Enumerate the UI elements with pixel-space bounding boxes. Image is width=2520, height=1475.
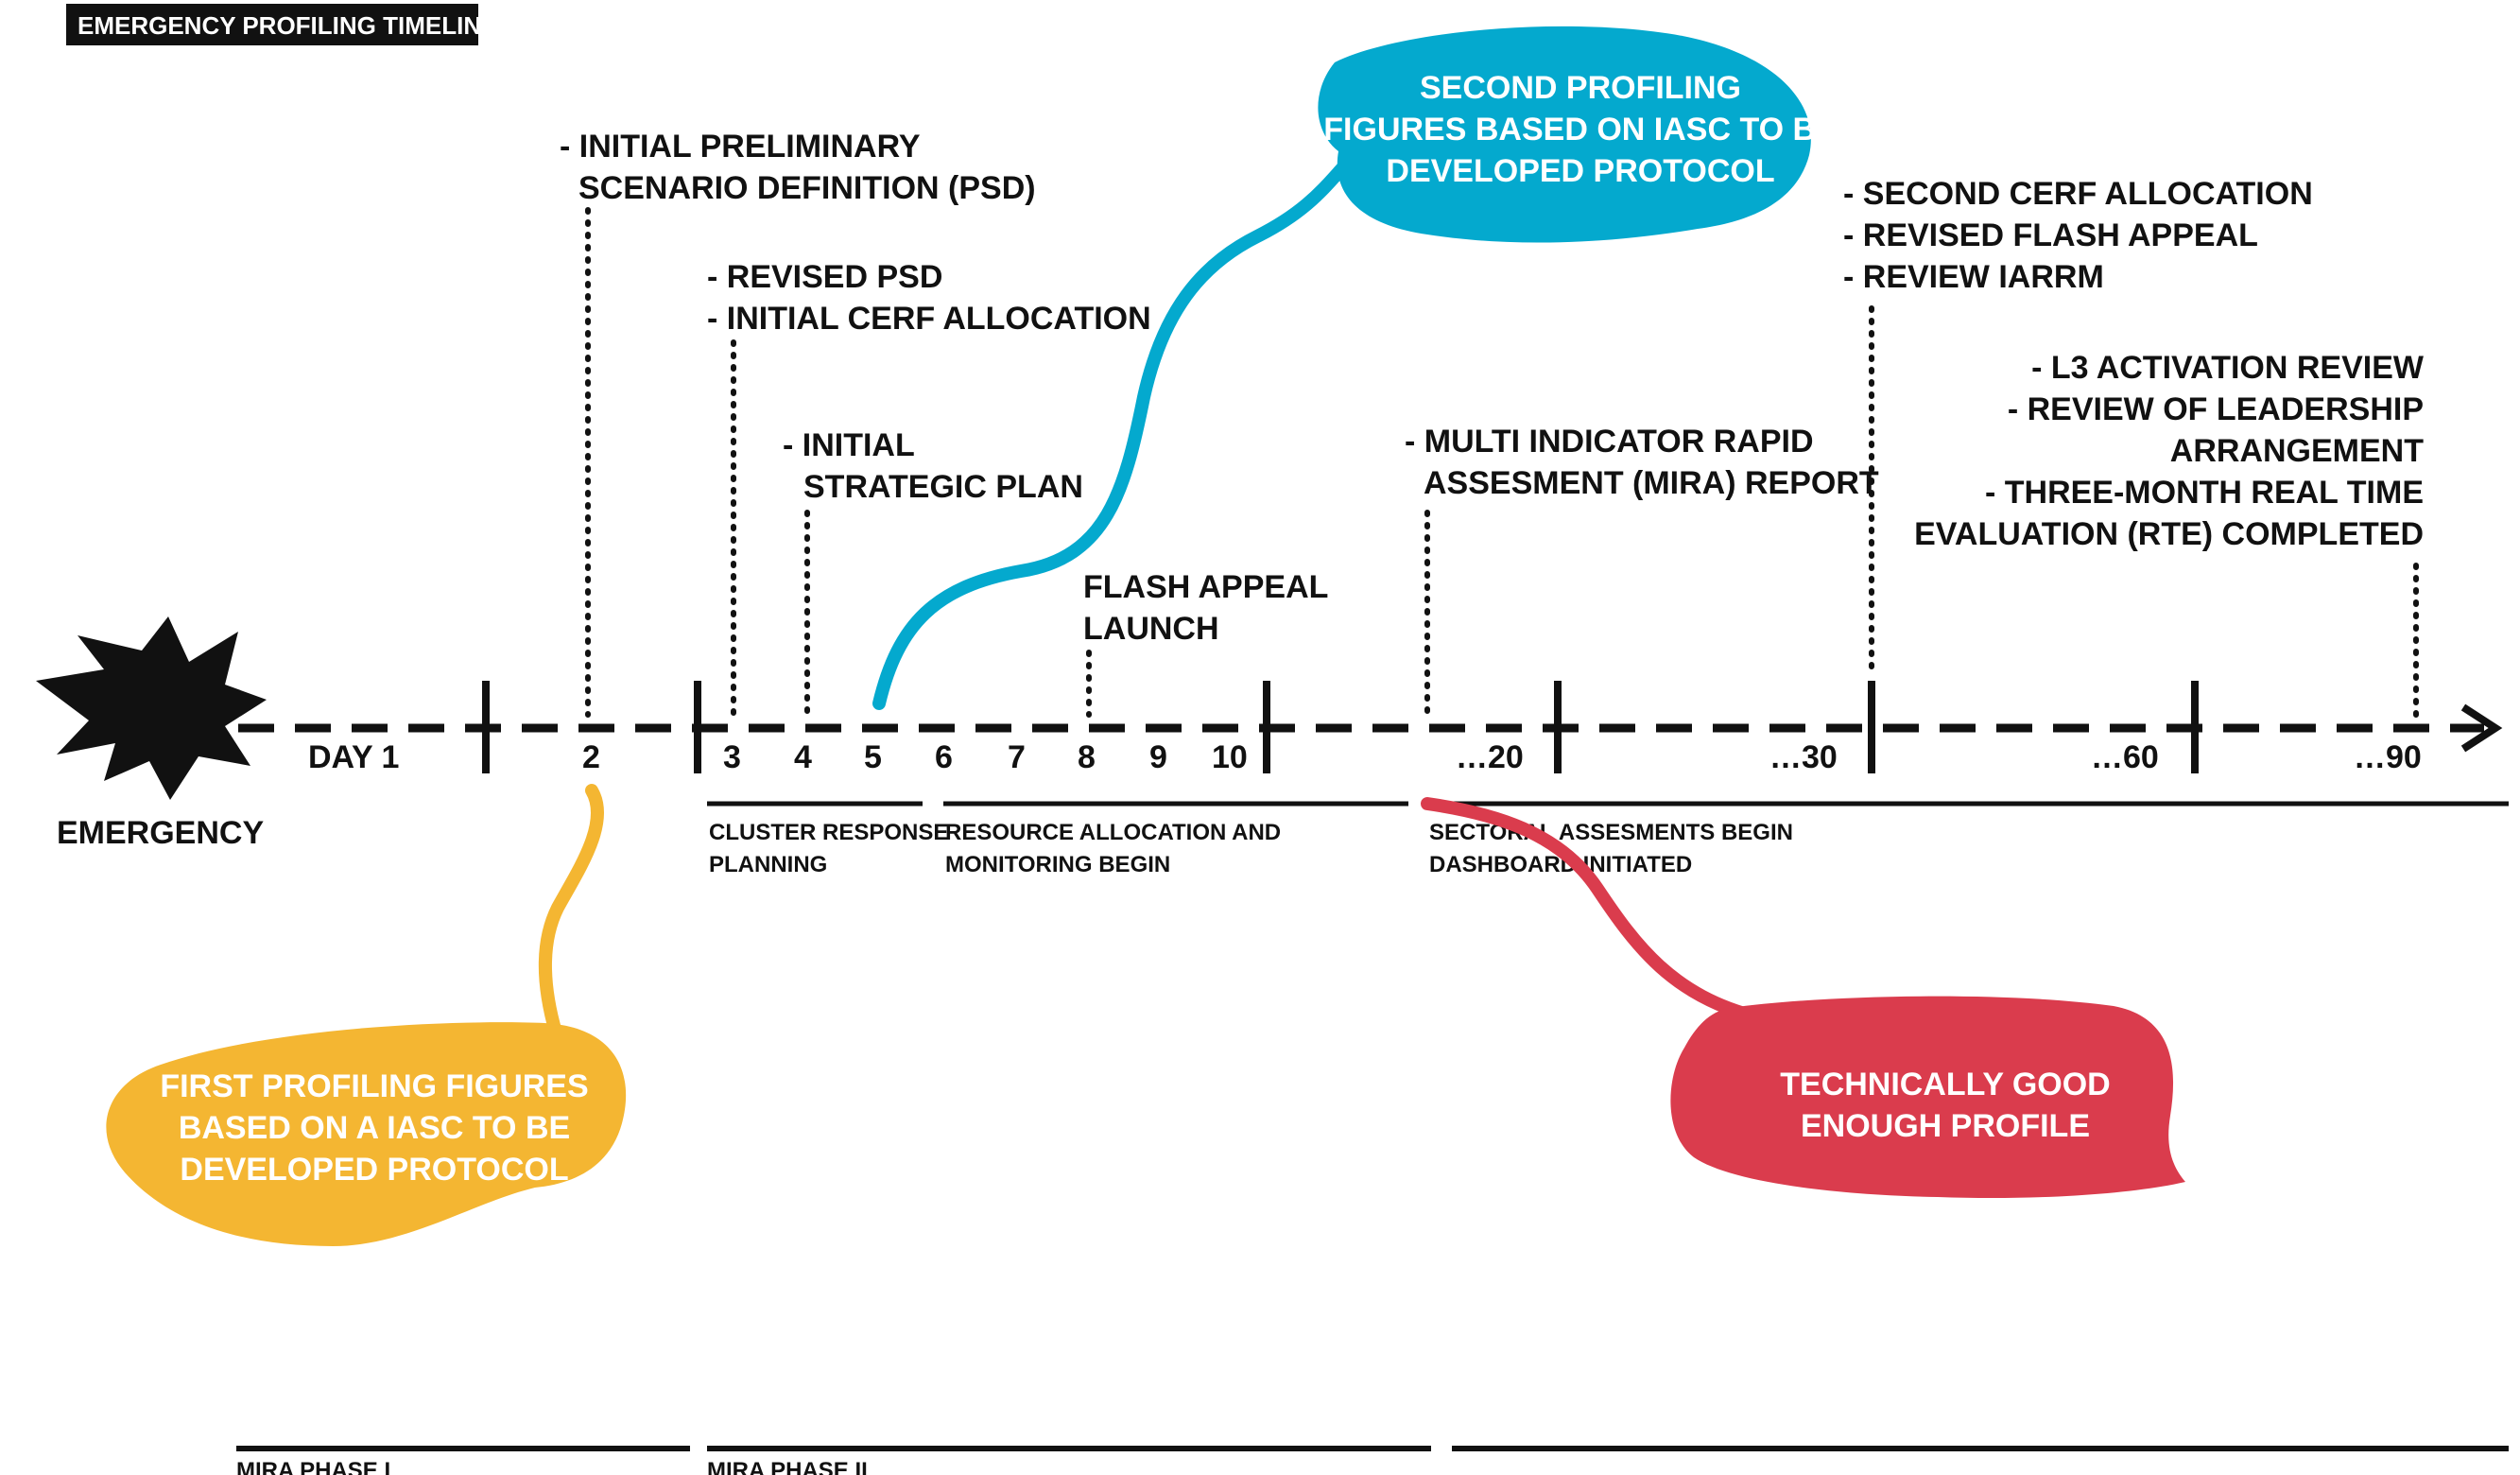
day-label: 9	[1149, 739, 1167, 775]
bubble-shape	[106, 1022, 627, 1246]
mira-phases: MIRA PHASE I MIRA PHASE II	[236, 1446, 2509, 1475]
day-label: 4	[794, 739, 812, 775]
emergency-label: EMERGENCY	[57, 815, 264, 851]
arrow-right-icon	[2460, 703, 2503, 753]
event-l3-review: - L3 ACTIVATION REVIEW - REVIEW OF LEADE…	[1914, 350, 2425, 552]
day-label: …90	[2354, 739, 2422, 775]
bubble-text-line: FIGURES BASED ON IASC TO BE	[1323, 112, 1837, 148]
event-second-cerf: - SECOND CERF ALLOCATION - REVISED FLASH…	[1843, 176, 2313, 295]
event-text-line: - REVIEW OF LEADERSHIP	[2008, 391, 2424, 427]
title-block: EMERGENCY PROFILING TIMELINE	[66, 4, 497, 45]
page-title: EMERGENCY PROFILING TIMELINE	[78, 11, 497, 40]
day-labels: DAY 1 2 3 4 5 6 7 8 9 10 …20 …30 …60 …90	[308, 739, 2422, 775]
event-mira-report: - MULTI INDICATOR RAPID ASSESMENT (MIRA)…	[1405, 424, 1879, 501]
bubble-text-line: SECOND PROFILING	[1420, 70, 1741, 106]
bubble-text-line: DEVELOPED PROTOCOL	[180, 1152, 568, 1188]
day-label: 8	[1078, 739, 1096, 775]
event-text-line: LAUNCH	[1083, 611, 1219, 647]
bubble-technical-profile: TECHNICALLY GOOD ENOUGH PROFILE	[1421, 797, 2185, 1199]
mira-phase-label: MIRA PHASE I	[236, 1458, 390, 1475]
title-background	[66, 4, 478, 45]
day-label: 6	[935, 739, 953, 775]
day-label: 7	[1008, 739, 1026, 775]
day-label: 5	[864, 739, 882, 775]
bubble-text-line: DEVELOPED PROTOCOL	[1386, 153, 1774, 189]
phase-label: CLUSTER RESPONSE	[709, 820, 948, 845]
event-text-line: STRATEGIC PLAN	[803, 469, 1083, 505]
event-text-line: ASSESMENT (MIRA) REPORT	[1424, 465, 1879, 501]
event-text-line: - INITIAL CERF ALLOCATION	[707, 301, 1151, 337]
event-revised-psd: - REVISED PSD - INITIAL CERF ALLOCATION	[707, 259, 1151, 337]
event-text-line: FLASH APPEAL	[1083, 569, 1328, 605]
event-text-line: - SECOND CERF ALLOCATION	[1843, 176, 2313, 212]
day-label: 10	[1212, 739, 1248, 775]
event-strategic-plan: - INITIAL STRATEGIC PLAN	[783, 427, 1083, 505]
event-text-line: - THREE-MONTH REAL TIME	[1985, 475, 2424, 511]
event-initial-psd: - INITIAL PRELIMINARY SCENARIO DEFINITIO…	[560, 129, 1036, 206]
explosion-icon	[36, 616, 267, 800]
event-text-line: ARRANGEMENT	[2170, 433, 2424, 469]
bubble-shape	[1318, 26, 1811, 243]
event-flash-appeal: FLASH APPEAL LAUNCH	[1083, 569, 1328, 647]
day-label: …20	[1456, 739, 1524, 775]
event-connectors	[585, 207, 2419, 718]
phase-label: RESOURCE ALLOCATION AND	[945, 820, 1281, 845]
bubble-tail	[539, 784, 605, 1039]
phase-label: PLANNING	[709, 852, 827, 877]
timeline-axis	[238, 681, 2503, 773]
phase-bars: CLUSTER RESPONSE PLANNING RESOURCE ALLOC…	[707, 801, 2509, 877]
bubble-shape	[1670, 996, 2185, 1199]
event-text-line: - REVISED PSD	[707, 259, 942, 295]
phase-label: MONITORING BEGIN	[945, 852, 1170, 877]
bubble-tail	[872, 162, 1349, 710]
day-label: DAY 1	[308, 739, 399, 775]
bubble-second-profiling: SECOND PROFILING FIGURES BASED ON IASC T…	[872, 26, 1838, 710]
bubble-tail	[1421, 797, 1765, 1024]
mira-phase-label: MIRA PHASE II	[707, 1458, 868, 1475]
phase-label: SECTORAL ASSESMENTS BEGIN	[1429, 820, 1793, 845]
event-text-line: - MULTI INDICATOR RAPID	[1405, 424, 1814, 460]
event-text-line: - INITIAL	[783, 427, 915, 463]
event-text-line: - L3 ACTIVATION REVIEW	[2031, 350, 2425, 386]
event-text-line: EVALUATION (RTE) COMPLETED	[1914, 516, 2424, 552]
event-text-line: - INITIAL PRELIMINARY	[560, 129, 921, 165]
day-label: 3	[723, 739, 741, 775]
day-label: 2	[582, 739, 600, 775]
bubble-text-line: TECHNICALLY GOOD	[1780, 1067, 2110, 1102]
bubble-text-line: FIRST PROFILING FIGURES	[160, 1068, 588, 1104]
day-label: …60	[2091, 739, 2159, 775]
event-text-line: SCENARIO DEFINITION (PSD)	[578, 170, 1036, 206]
emergency-marker: EMERGENCY	[36, 616, 267, 851]
event-text-line: - REVIEW IARRM	[1843, 259, 2104, 295]
event-text-line: - REVISED FLASH APPEAL	[1843, 217, 2258, 253]
bubble-text-line: ENOUGH PROFILE	[1801, 1108, 2090, 1144]
bubble-first-profiling: FIRST PROFILING FIGURES BASED ON A IASC …	[106, 784, 627, 1246]
bubble-text-line: BASED ON A IASC TO BE	[179, 1110, 570, 1146]
day-label: …30	[1769, 739, 1838, 775]
